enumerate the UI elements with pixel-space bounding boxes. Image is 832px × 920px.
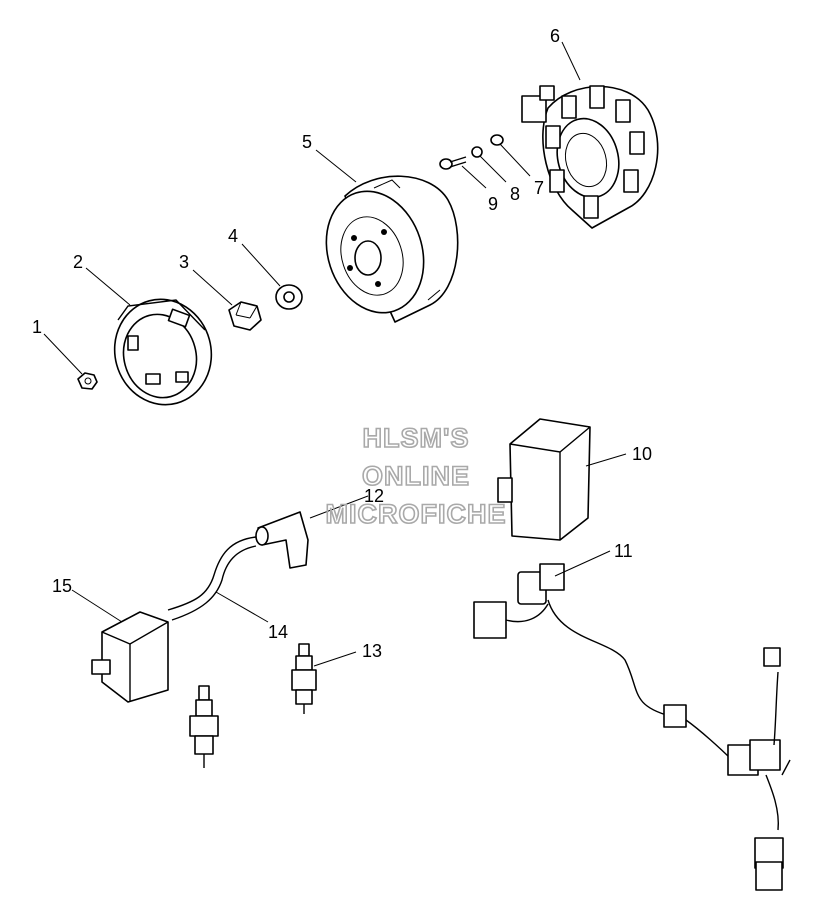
callout-13: 13 xyxy=(362,641,382,661)
watermark: HLSM'S ONLINE MICROFICHE xyxy=(325,422,507,530)
watermark-line-2: ONLINE xyxy=(362,461,470,491)
callout-6: 6 xyxy=(550,26,560,46)
callout-7: 7 xyxy=(534,178,544,198)
part-8-lock-washer xyxy=(471,146,483,158)
callout-10: 10 xyxy=(632,444,652,464)
callout-4: 4 xyxy=(228,226,238,246)
callout-1: 1 xyxy=(32,317,42,337)
callout-3: 3 xyxy=(179,252,189,272)
part-7-washer xyxy=(490,134,504,146)
part-15-ignition-coil xyxy=(91,611,169,703)
callout-labels: 1 2 3 4 5 6 7 8 9 10 11 12 13 14 15 xyxy=(32,26,652,661)
part-1-bolt xyxy=(77,372,98,390)
part-14-ignition-wire xyxy=(167,536,257,621)
callout-15: 15 xyxy=(52,576,72,596)
callout-14: 14 xyxy=(268,622,288,642)
part-12-spark-plug-cap xyxy=(255,511,309,569)
spark-plug-alt xyxy=(189,685,219,768)
part-2-starter-cup xyxy=(113,298,213,406)
callout-11: 11 xyxy=(614,541,633,561)
callout-9: 9 xyxy=(488,194,498,214)
part-6-stator xyxy=(521,85,659,229)
part-9-screw xyxy=(439,156,467,170)
callout-8: 8 xyxy=(510,184,520,204)
part-11-wire-harness xyxy=(473,563,791,891)
part-13-spark-plug xyxy=(291,643,317,714)
part-10-cdi-module xyxy=(497,418,591,541)
callout-12: 12 xyxy=(364,486,384,506)
leader-lines xyxy=(43,41,627,667)
watermark-line-1: HLSM'S xyxy=(363,423,470,453)
part-5-flywheel xyxy=(325,175,459,323)
watermark-line-3: MICROFICHE xyxy=(326,499,507,529)
part-3-flywheel-nut xyxy=(228,301,262,331)
callout-2: 2 xyxy=(73,252,83,272)
callout-5: 5 xyxy=(302,132,312,152)
part-4-washer xyxy=(275,284,303,310)
